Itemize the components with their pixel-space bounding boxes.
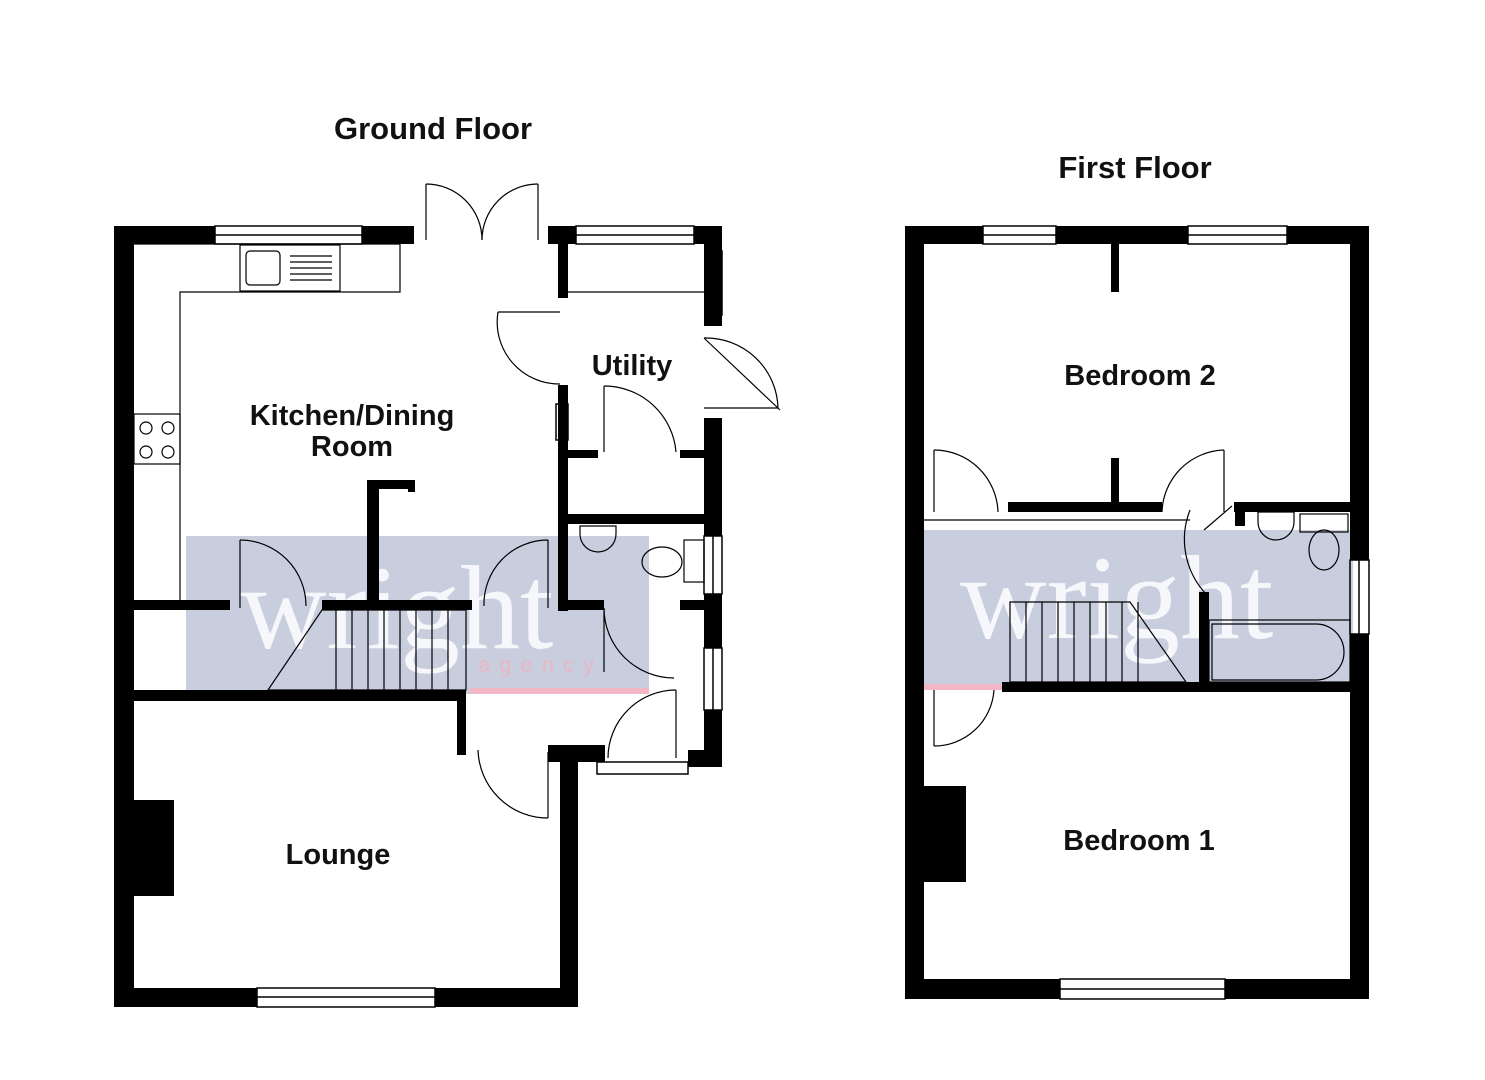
ground-floor-walls (114, 226, 722, 1007)
ground-floor-windows (214, 225, 723, 1008)
watermark-sub-ground: agency (478, 652, 603, 677)
first-floor-fittings (924, 511, 1351, 683)
lounge-label: Lounge (286, 839, 391, 871)
ground-floor-doors (239, 183, 781, 819)
bedroom2-label: Bedroom 2 (1064, 360, 1215, 392)
watermark-word-first: wright (960, 531, 1273, 664)
kitchen-label-line1: Kitchen/Dining (250, 400, 455, 432)
bedroom1-label: Bedroom 1 (1063, 825, 1214, 857)
kitchen-label-line2: Room (311, 431, 393, 463)
lounge-chimney-breast (134, 800, 174, 896)
ground-floor-title: Ground Floor (334, 111, 532, 146)
first-floor-doors (933, 449, 1233, 747)
watermark-ground: wright agency (186, 536, 649, 694)
first-floor-walls (905, 226, 1369, 999)
first-floor-windows (982, 225, 1370, 1000)
ground-floor-fittings (133, 243, 705, 691)
utility-label: Utility (592, 350, 673, 382)
first-floor-title: First Floor (1058, 150, 1211, 185)
bedroom1-chimney-breast (924, 786, 966, 882)
